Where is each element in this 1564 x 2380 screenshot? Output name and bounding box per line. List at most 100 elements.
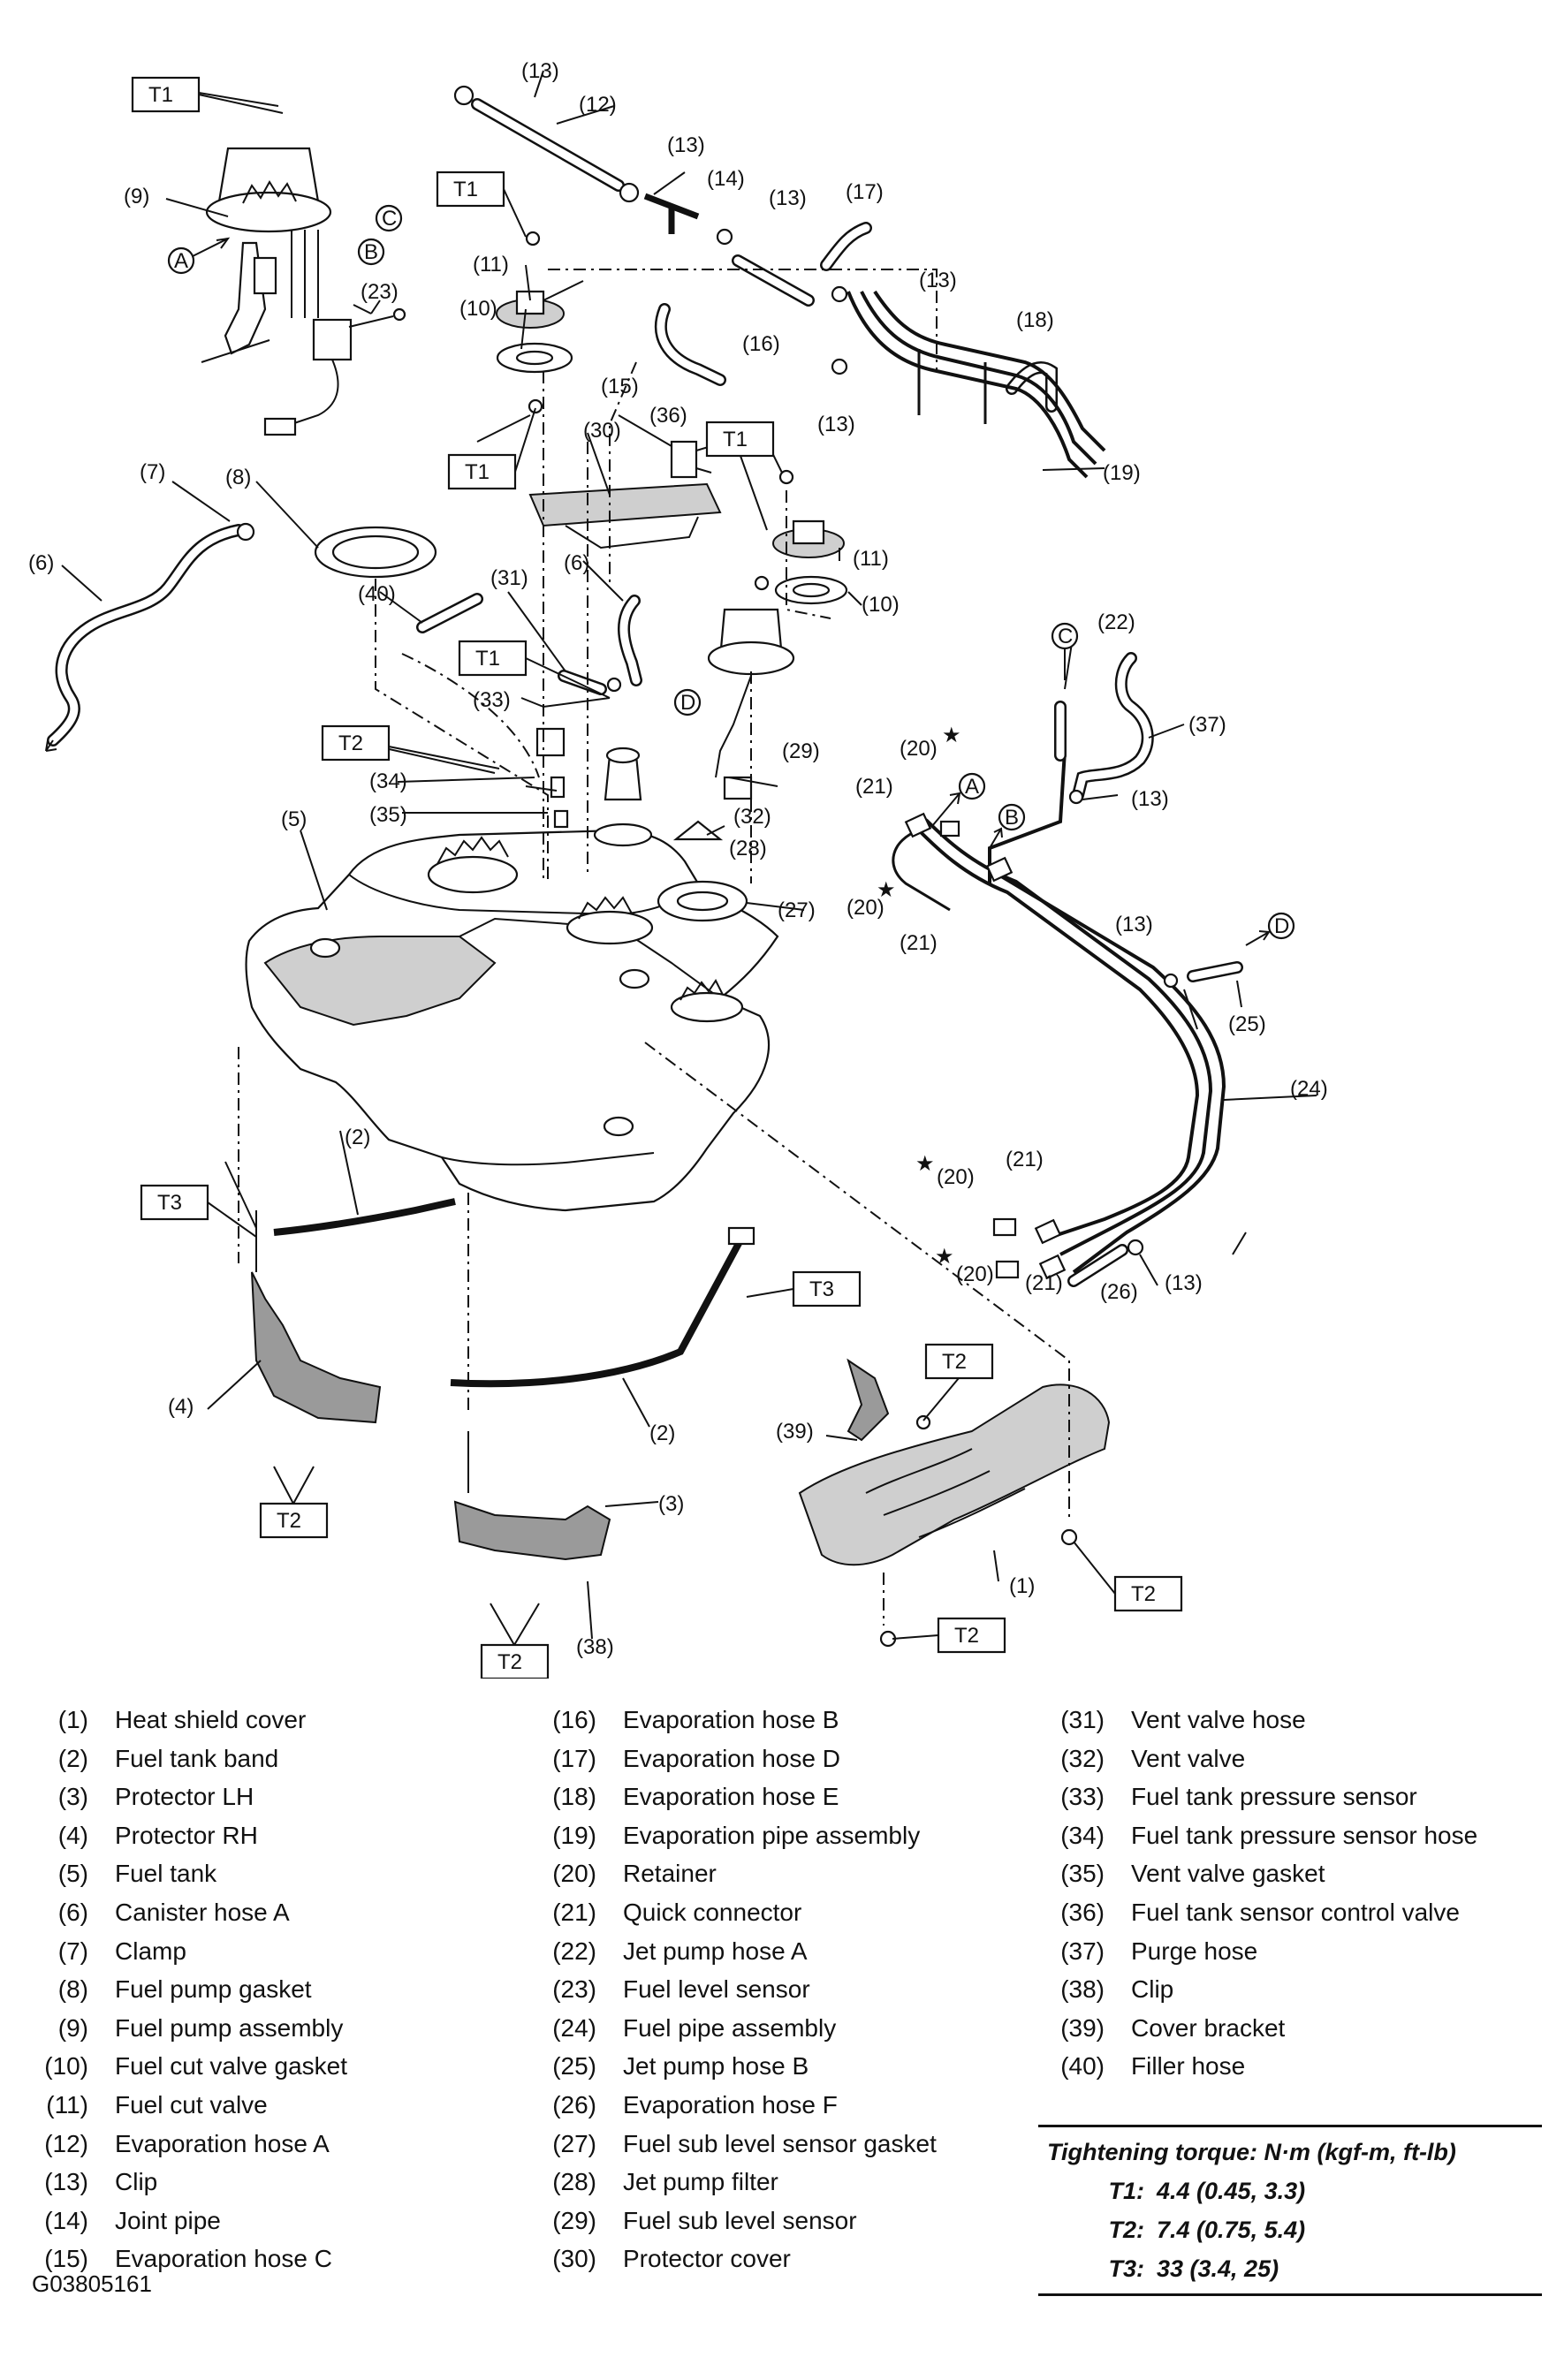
callout-letter-c: C	[1058, 625, 1073, 648]
legend-number: (4)	[57, 1821, 88, 1849]
callout-21-low: (21)	[1006, 1148, 1044, 1171]
joint-pipe	[643, 193, 700, 234]
legend-row: (3)Protector LH	[0, 1777, 495, 1816]
legend-part-name: Clamp	[115, 1937, 186, 1965]
legend-row: (40)Filler hose	[1016, 2047, 1511, 2086]
evaporation-hoses	[654, 222, 1106, 479]
fuel-cut-valve-left	[496, 231, 584, 414]
legend-row: (26)Evaporation hose F	[508, 2086, 1003, 2125]
legend-row: (35)Vent valve gasket	[1016, 1854, 1511, 1893]
legend-number: (23)	[552, 1975, 596, 2004]
circled-callouts: A B C D A B C D	[167, 204, 1295, 946]
callout-11-left: (11)	[473, 253, 509, 277]
legend-part-name: Jet pump hose B	[623, 2052, 809, 2081]
callout-21-mid: (21)	[900, 931, 938, 955]
torque-value: 4.4 (0.45, 3.3)	[1157, 2178, 1306, 2204]
torque-value: 33 (3.4, 25)	[1157, 2255, 1279, 2282]
legend-row: (20)Retainer	[508, 1854, 1003, 1893]
star-icon: ★	[915, 1152, 935, 1176]
callout-15: (15)	[601, 375, 639, 398]
legend-row: (21)Quick connector	[508, 1893, 1003, 1932]
legend-number: (33)	[1060, 1783, 1105, 1811]
legend-number: (14)	[44, 2206, 88, 2234]
star-icon: ★	[877, 878, 896, 902]
callout-30: (30)	[583, 419, 621, 443]
legend-row: (16)Evaporation hose B	[508, 1701, 1003, 1740]
legend-row: (30)Protector cover	[508, 2240, 1003, 2278]
legend-part-name: Clip	[115, 2168, 158, 2196]
legend-row: (5)Fuel tank	[0, 1854, 495, 1893]
callout-13-e: (13)	[817, 413, 855, 436]
callout-13-a: (13)	[521, 59, 559, 83]
legend-row: (6)Canister hose A	[0, 1893, 495, 1932]
legend-number: (31)	[1060, 1706, 1105, 1733]
fuel-sub-level-sensor	[657, 608, 795, 922]
callout-13-f: (13)	[1131, 787, 1169, 811]
callout-20-top: (20)	[900, 737, 938, 761]
legend-row: (18)Evaporation hose E	[508, 1777, 1003, 1816]
legend-row: (19)Evaporation pipe assembly	[508, 1816, 1003, 1855]
legend-row: (10)Fuel cut valve gasket	[0, 2047, 495, 2086]
callout-21-bottom: (21)	[1025, 1271, 1063, 1295]
legend-part-name: Evaporation hose B	[623, 1706, 839, 1733]
callout-21-top: (21)	[855, 775, 893, 799]
legend-number: (6)	[57, 1898, 88, 1926]
legend-part-name: Purge hose	[1131, 1937, 1258, 1965]
heat-shield-cover	[798, 1358, 1111, 1648]
callout-39: (39)	[776, 1420, 814, 1444]
legend-column-3: (31) Vent valve hose (32)Vent valve (33) F…	[1016, 1701, 1511, 2086]
callout-1: (1)	[1009, 1574, 1035, 1598]
legend-number: (8)	[57, 1975, 88, 2004]
fuel-cut-valve-right	[754, 469, 848, 605]
torque-box-t2: T2	[497, 1650, 522, 1674]
callout-letter-a: A	[174, 249, 188, 273]
callout-13-c: (13)	[769, 186, 807, 210]
callout-33: (33)	[473, 688, 511, 712]
torque-row-t1: T1:4.4 (0.45, 3.3)	[1038, 2172, 1542, 2210]
callout-20-bottom: (20)	[956, 1262, 994, 1286]
assembly-lines	[238, 269, 1070, 1626]
callout-5: (5)	[281, 807, 307, 831]
legend-part-name: Fuel tank pressure sensor	[1131, 1783, 1417, 1811]
callout-25: (25)	[1228, 1012, 1266, 1036]
legend-part-name: Fuel sub level sensor	[623, 2206, 857, 2234]
legend-part-name: Vent valve hose	[1131, 1706, 1306, 1733]
callout-23: (23)	[361, 280, 399, 304]
callout-36: (36)	[649, 404, 687, 428]
callout-27: (27)	[778, 898, 816, 922]
callout-40: (40)	[358, 582, 396, 606]
legend-part-name: Evaporation hose E	[623, 1783, 839, 1811]
callout-13-h: (13)	[1165, 1271, 1203, 1295]
legend-number: (22)	[552, 1937, 596, 1965]
legend-row: (13)Clip	[0, 2163, 495, 2202]
callout-4: (4)	[168, 1395, 194, 1419]
legend-number: (12)	[44, 2129, 88, 2157]
callout-35: (35)	[369, 803, 407, 827]
legend-number: (10)	[44, 2052, 88, 2081]
legend-number: (29)	[552, 2206, 596, 2234]
legend-row: (7)Clamp	[0, 1932, 495, 1971]
legend-part-name: Joint pipe	[115, 2206, 221, 2234]
legend-row: (32)Vent valve	[1016, 1740, 1511, 1778]
legend-part-name: Fuel cut valve	[115, 2090, 268, 2119]
callout-13-d: (13)	[919, 269, 957, 292]
legend-row: (23) Fuel level sensor	[508, 1970, 1003, 2009]
callout-2-left: (2)	[345, 1126, 370, 1149]
torque-box-t2: T2	[1131, 1582, 1156, 1606]
legend-part-name: Fuel level sensor	[623, 1975, 810, 2004]
legend-part-name: Fuel sub level sensor gasket	[623, 2129, 937, 2157]
legend-part-name: Protector RH	[115, 1821, 258, 1849]
legend-number: (38)	[1060, 1975, 1105, 2004]
legend-row: (14) Joint pipe	[0, 2202, 495, 2240]
legend-row: (12)Evaporation hose A	[0, 2125, 495, 2164]
callout-28: (28)	[729, 837, 767, 860]
callout-3: (3)	[658, 1492, 684, 1516]
callout-32: (32)	[733, 805, 771, 829]
callout-7: (7)	[140, 460, 165, 484]
callout-13-g: (13)	[1115, 913, 1153, 936]
callout-11-right: (11)	[853, 547, 889, 571]
legend-part-name: Evaporation hose F	[623, 2090, 838, 2119]
torque-table-heading: Tightening torque: N·m (kgf-m, ft-lb)	[1047, 2139, 1456, 2165]
legend-number: (19)	[552, 1821, 596, 1849]
evaporation-hose-a	[453, 85, 640, 203]
